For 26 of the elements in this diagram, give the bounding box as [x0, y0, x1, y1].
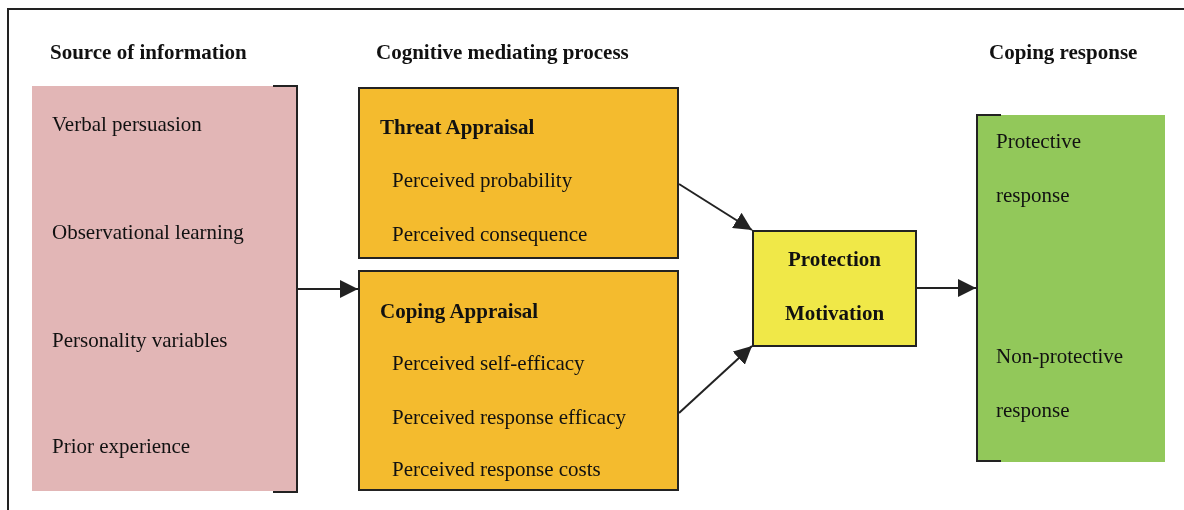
item-text: Perceived response efficacy: [392, 405, 626, 429]
appraisal-box: [358, 87, 679, 259]
box-heading: Protection Motivation: [783, 246, 886, 327]
item-text: Perceived probability: [392, 168, 573, 192]
column-heading: Cognitive mediating process: [376, 40, 629, 65]
item-text: Non-protective response: [996, 343, 1125, 424]
arrow: [296, 280, 359, 298]
arrow: [678, 183, 753, 231]
item-text: Personality variables: [52, 328, 228, 352]
item-text: Verbal persuasion: [52, 112, 202, 136]
appraisal-box: [358, 270, 679, 491]
item-text: Perceived response costs: [392, 457, 601, 481]
source-panel: [32, 86, 297, 491]
item-text: Perceived self-efficacy: [392, 351, 585, 375]
arrow: [916, 279, 977, 297]
item-text: Observational learning: [52, 220, 244, 244]
item-text: Protective response: [996, 128, 1083, 209]
item-text: Prior experience: [52, 434, 191, 458]
motivation-box: [752, 230, 917, 347]
arrow: [678, 345, 753, 414]
item-text: Perceived consequence: [392, 222, 588, 246]
column-heading: Source of information: [50, 40, 247, 65]
box-heading: Coping Appraisal: [380, 299, 539, 323]
box-heading: Threat Appraisal: [380, 115, 535, 139]
column-heading: Coping response: [989, 40, 1138, 65]
response-panel: [976, 115, 1165, 462]
